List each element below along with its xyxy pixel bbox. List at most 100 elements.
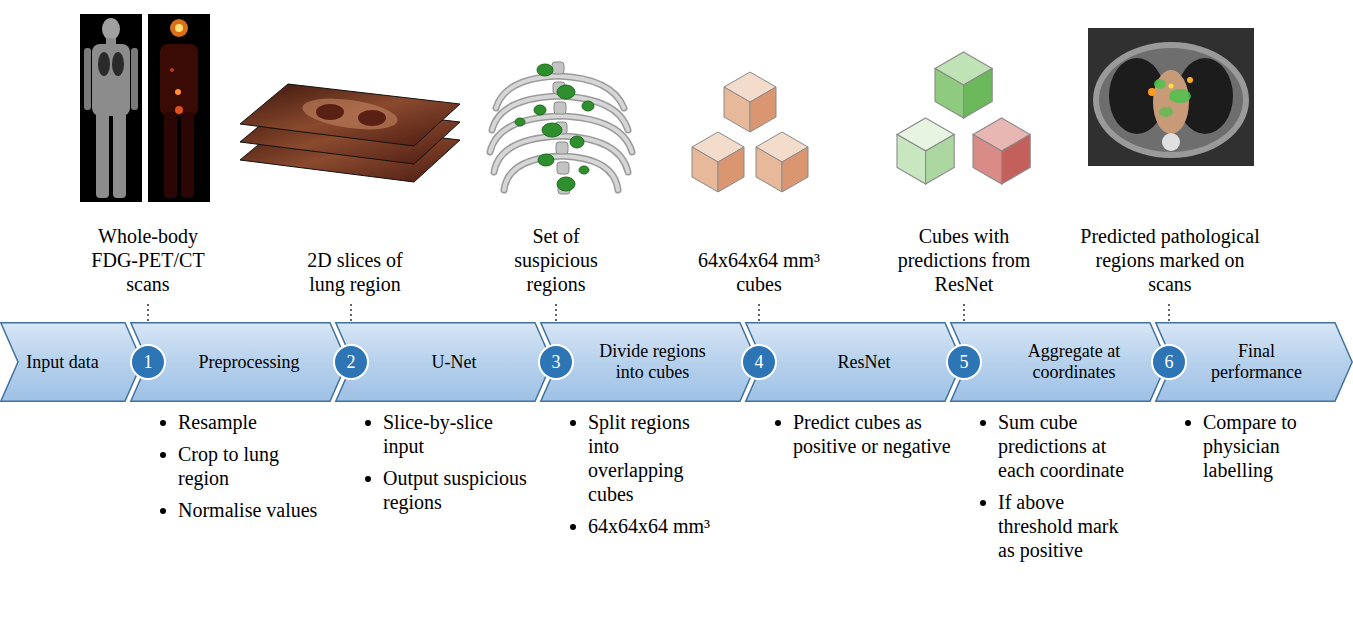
- bullet-text: 64x64x64 mm³: [588, 514, 718, 538]
- ct-scan-image-part: [131, 48, 138, 110]
- process-label: Divide regions into cubes: [595, 341, 710, 382]
- chevron-text-area: U-Net: [380, 322, 528, 402]
- bullet-dot: [160, 508, 166, 514]
- bullet-item: Normalise values: [160, 498, 328, 522]
- annotated-scan-image-part: [1099, 48, 1243, 152]
- ct-scan-image-part: [80, 14, 142, 202]
- callout-number: 4: [755, 353, 764, 371]
- pet-scan-image-part: [175, 89, 181, 95]
- cube-group-predictions-part-part: [973, 135, 1002, 185]
- ct-scan-image-part: [113, 112, 126, 198]
- bullet-item: 64x64x64 mm³: [570, 514, 718, 538]
- annotated-scan-image-part: [1187, 77, 1193, 83]
- cube-group-orange: [692, 72, 808, 192]
- step-number-circle: 1: [130, 344, 166, 380]
- callout-number: 6: [1165, 353, 1174, 371]
- bullet-item: Slice-by-slice input: [365, 410, 533, 458]
- bullet-list: ResampleCrop to lung regionNormalise val…: [160, 410, 328, 530]
- pet-scan-image-part: [170, 68, 174, 72]
- annotated-scan-image-part: [1169, 89, 1191, 103]
- ribcage-image-part: [515, 64, 594, 191]
- chevron-outline: [336, 323, 552, 401]
- bullet-item: Compare to physician labelling: [1185, 410, 1328, 482]
- bullet-list: Slice-by-slice inputOutput suspicious re…: [365, 410, 533, 522]
- ribcage-image-part-part: [552, 62, 564, 74]
- cube-group-predictions-part: [935, 52, 992, 118]
- annotated-scan-image-part: [1148, 88, 1156, 96]
- bullet-dot: [365, 420, 371, 426]
- cube-group-predictions-part-part: [964, 69, 993, 119]
- slice-stack-image: [240, 84, 460, 182]
- bullet-text: Compare to physician labelling: [1203, 410, 1328, 482]
- bullet-item: Crop to lung region: [160, 442, 328, 490]
- ribcage-image-part-part: [537, 64, 553, 76]
- chevron-text-area: Preprocessing: [175, 322, 323, 402]
- slice-stack-image-part: [358, 110, 386, 126]
- bullet-dot: [1185, 420, 1191, 426]
- callout-number: 5: [960, 353, 969, 371]
- slice-stack-image-part: [240, 84, 460, 146]
- ct-scan-image-part: [96, 112, 109, 198]
- ribcage-image-part-part: [538, 154, 554, 166]
- annotated-scan-image-part: [1159, 107, 1173, 117]
- annotated-scan-image-part: [1162, 133, 1180, 151]
- stage-caption: Cubes with predictions from ResNet: [889, 224, 1039, 296]
- bullet-dot: [980, 500, 986, 506]
- bullet-item: Sum cube predictions at each coordinate: [980, 410, 1128, 482]
- ribcage-image-part: [490, 76, 632, 190]
- cube-group-orange-part: [756, 132, 808, 192]
- bullet-dot: [365, 476, 371, 482]
- chevron-outline: [541, 323, 757, 401]
- bullet-item: If above threshold mark as positive: [980, 490, 1128, 562]
- ribcage-image-part-part: [570, 136, 584, 148]
- pet-scan-image-part: [170, 19, 188, 37]
- pet-scan-image-part: [181, 112, 194, 198]
- cube-group-orange-part: [724, 72, 776, 132]
- process-chevron: ResNet: [745, 322, 963, 402]
- annotated-scan-image-part: [1154, 79, 1166, 89]
- ribcage-image-part-part: [515, 118, 525, 126]
- process-label: Preprocessing: [199, 352, 300, 373]
- ribcage-image-part-part: [557, 162, 569, 174]
- pet-scan-image: [148, 14, 210, 202]
- chevron-outline: [1, 323, 142, 401]
- cube-group-predictions-part-part: [926, 135, 955, 185]
- bullet-text: Resample: [178, 410, 328, 434]
- cube-group-orange-part-part: [692, 147, 718, 192]
- bullet-list: Predict cubes as positive or negative: [775, 410, 953, 466]
- process-label: Aggregate at coordinates: [1008, 341, 1140, 382]
- bullet-text: Sum cube predictions at each coordinate: [998, 410, 1128, 482]
- ribcage-image-part-part: [579, 166, 589, 174]
- ct-scan-image-part: [92, 44, 130, 116]
- callout-number: 1: [144, 353, 153, 371]
- bullet-dot: [570, 420, 576, 426]
- pet-scan-image-part: [175, 106, 183, 114]
- annotated-scan-image: [1088, 28, 1254, 166]
- cube-group-orange-part-part: [756, 147, 782, 192]
- bullet-dot: [160, 452, 166, 458]
- ribcage-image-part-part: [554, 102, 566, 114]
- ribcage-image-part-part: [534, 105, 546, 115]
- process-chevron: Aggregate at coordinates: [950, 322, 1168, 402]
- step-number-circle: 3: [538, 344, 574, 380]
- bullet-item: Split regions into overlapping cubes: [570, 410, 718, 506]
- cube-group-predictions-part-part: [1002, 135, 1031, 185]
- slice-stack-image-part: [316, 104, 344, 120]
- callout-number: 2: [347, 353, 356, 371]
- stage-caption: Whole-body FDG-PET/CT scans: [83, 224, 213, 296]
- chevron-text-area: Input data: [26, 322, 99, 402]
- pet-scan-image-part: [148, 14, 210, 202]
- stage-caption: 64x64x64 mm³ cubes: [684, 248, 834, 296]
- stage-caption: 2D slices of lung region: [290, 248, 420, 296]
- chevron-outline: [131, 323, 347, 401]
- bullet-dot: [980, 420, 986, 426]
- cube-group-predictions-part-part: [935, 69, 964, 119]
- ribcage-image: [490, 62, 632, 194]
- process-label: Input data: [26, 352, 98, 373]
- bullet-item: Output suspicious regions: [365, 466, 533, 514]
- bullet-list: Split regions into overlapping cubes 64x6…: [570, 410, 718, 546]
- chevron-text-area: Final performance: [1200, 322, 1313, 402]
- ct-scan-image: [80, 14, 142, 202]
- bullet-text: Split regions into overlapping cubes: [588, 410, 718, 506]
- cube-group-orange-part-part: [724, 87, 750, 132]
